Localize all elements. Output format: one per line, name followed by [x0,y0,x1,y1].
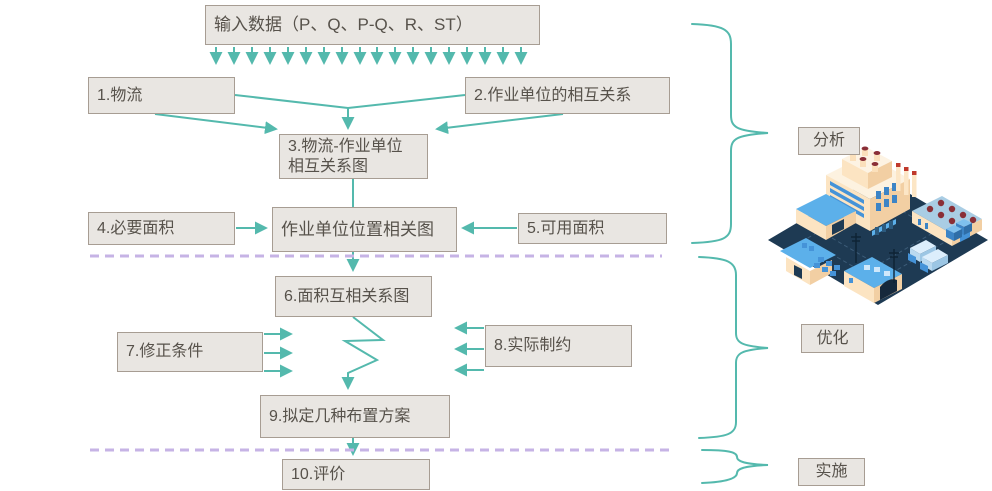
node-3-flow-activity-chart: 3.物流-作业单位 相互关系图 [279,134,428,179]
factory-trucks [908,240,948,273]
node-1-label: 1.物流 [97,86,143,104]
factory-pallets [802,243,840,276]
factory-conveyor-annex [796,194,856,240]
node-position-label: 作业单位位置相关图 [281,219,434,239]
factory-illustration [768,146,988,305]
node-10-evaluation: 10.评价 [282,459,430,490]
factory-poles [851,233,899,283]
phase-dividers [90,254,672,452]
input-data-arrows [209,47,528,65]
analysis-label: 分析 [812,132,845,149]
phase-label-optimization: 优化 [801,324,864,353]
phase-label-analysis: 分析 [798,127,860,155]
node-activity-position-diagram: 作业单位位置相关图 [272,207,457,252]
node-4-label: 4.必要面积 [97,219,175,237]
phase-braces [691,23,769,484]
node-5-available-area: 5.可用面积 [518,213,667,244]
analysis-brace [691,23,769,244]
node-2-activity-relationships: 2.作业单位的相互关系 [465,77,670,114]
node-7-correction-conditions: 7.修正条件 [117,332,263,372]
roof-tanks [849,146,881,172]
node-7-label: 7.修正条件 [126,343,204,360]
node-5-label: 5.可用面积 [527,219,605,237]
node-8-label: 8.实际制约 [494,337,572,354]
node-4-required-area: 4.必要面积 [88,212,235,245]
node-1-material-flow: 1.物流 [88,77,235,114]
chimney-pipes [896,163,917,197]
optimization-brace [698,256,769,439]
node-9-layout-alternatives: 9.拟定几种布置方案 [260,395,450,438]
node-6-label: 6.面积互相关系图 [284,287,410,305]
node-3-label: 3.物流-作业单位 相互关系图 [288,137,403,175]
node-6-area-relationship-diagram: 6.面积互相关系图 [275,276,432,317]
node-input-data-label: 输入数据（P、Q、P-Q、R、ST） [214,15,473,34]
node-8-practical-constraints: 8.实际制约 [485,325,632,367]
node-10-label: 10.评价 [291,465,346,483]
implementation-label: 实施 [815,463,848,480]
implementation-brace [701,449,769,484]
node-9-label: 9.拟定几种布置方案 [269,407,411,425]
flow-connectors [154,94,564,456]
node-2-label: 2.作业单位的相互关系 [474,86,632,104]
phase-label-implementation: 实施 [798,458,865,486]
optimization-label: 优化 [816,329,849,347]
factory-gatehouse [844,257,902,303]
factory-containers [946,219,972,241]
node-input-data: 输入数据（P、Q、P-Q、R、ST） [205,5,540,45]
